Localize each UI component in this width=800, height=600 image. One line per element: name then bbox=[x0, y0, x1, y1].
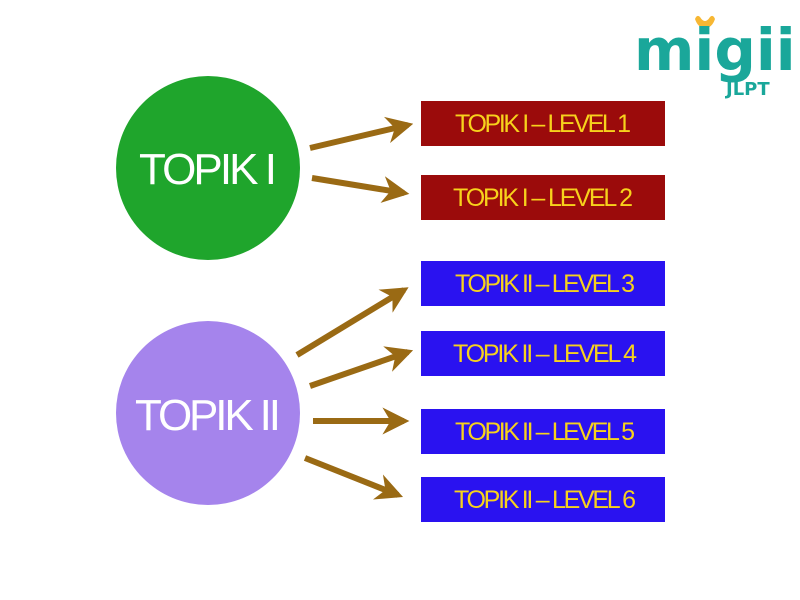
arrows bbox=[295, 116, 414, 500]
level-label: TOPIK II – LEVEL 4 bbox=[453, 340, 637, 368]
arrow-icon bbox=[311, 175, 410, 203]
arrow-icon bbox=[309, 116, 414, 151]
migii-logo: migii JLPT bbox=[634, 15, 796, 100]
arrow-icon bbox=[309, 346, 414, 389]
logo-sub: JLPT bbox=[724, 79, 770, 100]
level-2-box: TOPIK I – LEVEL 2 bbox=[421, 175, 665, 220]
arrow-icon bbox=[303, 455, 404, 500]
topik2-node: TOPIK II bbox=[116, 321, 300, 505]
level-3-box: TOPIK II – LEVEL 3 bbox=[421, 261, 665, 306]
level-5-box: TOPIK II – LEVEL 5 bbox=[421, 409, 665, 454]
logo-heart-icon bbox=[695, 15, 715, 28]
level-label: TOPIK II – LEVEL 3 bbox=[455, 270, 635, 298]
level-6-box: TOPIK II – LEVEL 6 bbox=[421, 477, 665, 522]
arrow-icon bbox=[295, 287, 409, 358]
topik1-label: TOPIK I bbox=[139, 145, 277, 194]
level-label: TOPIK II – LEVEL 6 bbox=[454, 486, 636, 514]
level-label: TOPIK II – LEVEL 5 bbox=[455, 418, 635, 446]
level-4-box: TOPIK II – LEVEL 4 bbox=[421, 331, 665, 376]
level-1-box: TOPIK I – LEVEL 1 bbox=[421, 101, 665, 146]
level-label: TOPIK I – LEVEL 1 bbox=[455, 110, 631, 138]
level-label: TOPIK I – LEVEL 2 bbox=[453, 184, 633, 212]
logo-brand: migii bbox=[634, 16, 796, 84]
topik1-node: TOPIK I bbox=[116, 76, 300, 260]
topik2-label: TOPIK II bbox=[135, 391, 281, 440]
